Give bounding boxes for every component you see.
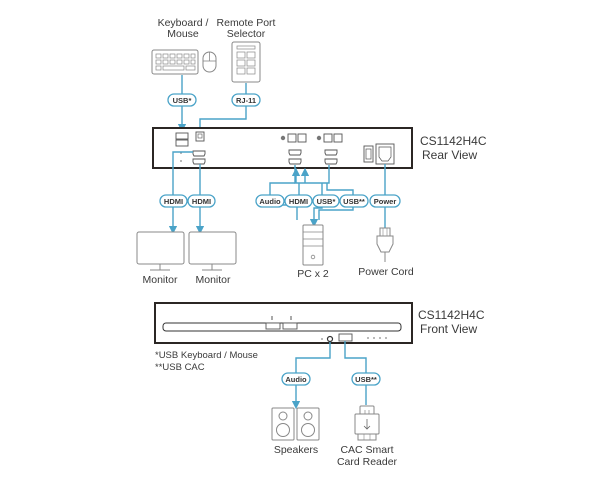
svg-text:Power: Power bbox=[374, 197, 397, 206]
remote-label-line1: Remote Port bbox=[217, 17, 276, 29]
remote-port-selector-icon bbox=[231, 41, 261, 83]
front-audio-pill: Audio bbox=[281, 372, 311, 386]
usb-pc-pill: USB* bbox=[312, 194, 340, 208]
svg-text:USB**: USB** bbox=[343, 197, 365, 206]
power-pill: Power bbox=[369, 194, 401, 208]
footnote-1: *USB Keyboard / Mouse bbox=[155, 350, 258, 361]
rj11-pill: RJ-11 bbox=[231, 93, 261, 107]
front-view-label: Front View bbox=[420, 322, 477, 336]
audio-pill: Audio bbox=[255, 194, 285, 208]
hdmi-pc-pill: HDMI bbox=[284, 194, 313, 208]
usb-cac-pc-pill: USB** bbox=[339, 194, 369, 208]
remote-label-line2: Selector bbox=[227, 28, 266, 40]
front-unit bbox=[154, 302, 413, 344]
hdmi-pill-2: HDMI bbox=[187, 194, 216, 208]
monitor-icon-1 bbox=[136, 231, 185, 271]
keyboard-label-line1: Keyboard / bbox=[158, 17, 209, 29]
svg-text:USB*: USB* bbox=[173, 96, 192, 105]
cac-label-line2: Card Reader bbox=[337, 456, 398, 468]
hdmi-pill-1: HDMI bbox=[159, 194, 188, 208]
front-usb-pill: USB** bbox=[351, 372, 381, 386]
speakers-icon bbox=[271, 407, 320, 441]
monitor-icon-2 bbox=[188, 231, 237, 271]
monitor-label-2: Monitor bbox=[195, 274, 231, 286]
svg-text:HDMI: HDMI bbox=[289, 197, 308, 206]
rear-model-label: CS1142H4C bbox=[420, 134, 487, 148]
power-cord-icon bbox=[376, 227, 394, 262]
power-cord-label: Power Cord bbox=[358, 266, 414, 278]
svg-text:RJ-11: RJ-11 bbox=[236, 96, 256, 105]
svg-text:HDMI: HDMI bbox=[192, 197, 211, 206]
svg-text:HDMI: HDMI bbox=[164, 197, 183, 206]
pc-label: PC x 2 bbox=[297, 268, 329, 280]
rear-unit bbox=[152, 127, 413, 169]
monitor-label-1: Monitor bbox=[142, 274, 178, 286]
speakers-label: Speakers bbox=[274, 444, 318, 456]
usb-star-pill: USB* bbox=[167, 93, 197, 107]
pc-tower-icon bbox=[302, 224, 324, 266]
footnote-2: **USB CAC bbox=[155, 362, 205, 373]
svg-text:Audio: Audio bbox=[285, 375, 307, 384]
cac-reader-icon bbox=[354, 405, 380, 441]
rear-view-label: Rear View bbox=[422, 148, 477, 162]
front-model-label: CS1142H4C bbox=[418, 308, 485, 322]
svg-text:Audio: Audio bbox=[259, 197, 281, 206]
keyboard-label-line2: Mouse bbox=[167, 28, 199, 40]
keyboard-icon bbox=[151, 49, 199, 75]
mouse-icon bbox=[202, 51, 217, 73]
svg-text:USB*: USB* bbox=[317, 197, 336, 206]
svg-text:USB**: USB** bbox=[355, 375, 377, 384]
cac-label-line1: CAC Smart bbox=[340, 444, 393, 456]
